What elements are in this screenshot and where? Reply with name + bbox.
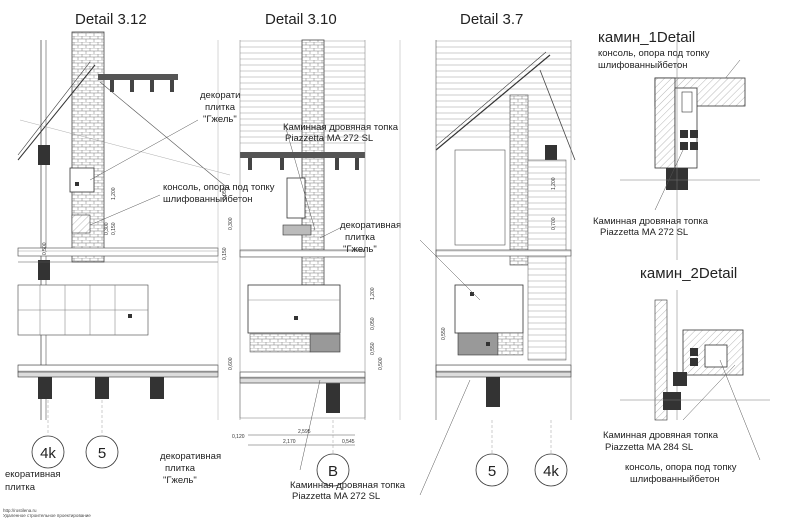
detail-title: Detail 3.12	[75, 11, 147, 28]
grid-marker	[316, 453, 350, 487]
label-stove-bottom: Каминная дровяная топка Piazzetta MA 272…	[290, 480, 406, 502]
svg-text:0,120: 0,120	[232, 434, 245, 440]
svg-text:консоль, опора под топку: консоль, опора под топку	[598, 48, 710, 59]
svg-text:4k: 4k	[40, 445, 56, 462]
svg-text:5: 5	[98, 445, 106, 462]
grid-marker	[31, 435, 65, 469]
detail-title: камин_2Detail	[640, 265, 737, 282]
svg-text:консоль, опора под топку: консоль, опора под топку	[625, 462, 737, 473]
label-console-k1: консоль, опора под топку шлифованныйбето…	[598, 48, 710, 71]
svg-text:шлифованныйбетон: шлифованныйбетон	[163, 194, 253, 205]
svg-text:декоративная: декоративная	[340, 220, 401, 231]
svg-text:1,200: 1,200	[370, 287, 376, 300]
svg-text:Каминная дровяная топка: Каминная дровяная топка	[283, 122, 399, 133]
svg-text:0,700: 0,700	[551, 217, 557, 230]
svg-text:0,550: 0,550	[441, 327, 447, 340]
svg-text:4k: 4k	[543, 463, 559, 480]
svg-text:шлифованныйбетон: шлифованныйбетон	[598, 60, 688, 71]
svg-text:0,050: 0,050	[370, 317, 376, 330]
svg-text:B: B	[328, 463, 338, 480]
svg-text:"Гжель": "Гжель"	[163, 475, 197, 486]
svg-text:Удаленное строительное проекти: Удаленное строительное проектирование	[3, 513, 91, 518]
svg-text:0,150: 0,150	[222, 247, 228, 260]
detail-title: Detail 3.10	[265, 11, 337, 28]
svg-text:0,500: 0,500	[42, 242, 48, 255]
grid-marker	[475, 453, 509, 487]
hearth	[309, 333, 341, 353]
svg-text:1,200: 1,200	[111, 187, 117, 200]
label-tile-312: декоративная плитка "Гжель"	[200, 90, 261, 125]
svg-text:"Гжель": "Гжель"	[203, 114, 237, 125]
svg-text:Каминная дровяная топка: Каминная дровяная топка	[603, 430, 719, 441]
svg-text:2,595: 2,595	[298, 429, 311, 435]
svg-text:Piazzetta MA 284 SL: Piazzetta MA 284 SL	[605, 442, 693, 453]
svg-text:Piazzetta MA 272 SL: Piazzetta MA 272 SL	[285, 133, 373, 144]
grid-marker	[85, 435, 119, 469]
label-console-k2: консоль, опора под топку шлифованныйбето…	[625, 462, 737, 485]
svg-text:плитка: плитка	[5, 482, 36, 493]
detail-3-7: Detail 3.7 0,550 0,700 1,200	[399, 11, 576, 496]
svg-text:0,545: 0,545	[342, 439, 355, 445]
svg-text:0,500: 0,500	[378, 357, 384, 370]
svg-text:Каминная дровяная топка: Каминная дровяная топка	[290, 480, 406, 491]
svg-text:0,300: 0,300	[228, 217, 234, 230]
label-stove-310: Каминная дровяная топка Piazzetta MA 272…	[283, 122, 399, 144]
fireplace-body	[247, 284, 341, 334]
kamin-2-detail: камин_2Detail Каминная дровяная топка Pi…	[603, 265, 770, 485]
svg-text:0,050: 0,050	[222, 187, 228, 200]
svg-text:0,300: 0,300	[104, 222, 110, 235]
label-tile-bottom: декоративная плитка "Гжель"	[160, 451, 221, 486]
grid-marker	[534, 453, 568, 487]
svg-text:"Гжель": "Гжель"	[343, 244, 377, 255]
label-tile-cut: екоративная плитка	[5, 469, 61, 493]
hearth	[457, 332, 499, 356]
svg-text:1,200: 1,200	[551, 177, 557, 190]
svg-text:шлифованныйбетон: шлифованныйбетон	[630, 474, 720, 485]
detail-3-10: Detail 3.10 0,150 0,300 0,050	[217, 11, 384, 487]
svg-text:плитка: плитка	[165, 463, 196, 474]
kamin-1-detail: камин_1Detail консоль, опора под топку ш…	[593, 29, 760, 260]
svg-text:консоль, опора под топку: консоль, опора под топку	[163, 182, 275, 193]
svg-text:5: 5	[488, 463, 496, 480]
detail-title: камин_1Detail	[598, 29, 695, 46]
label-tile-310: декоративная плитка "Гжель"	[340, 220, 401, 255]
svg-text:0,150: 0,150	[111, 222, 117, 235]
svg-text:екоративная: екоративная	[5, 469, 61, 480]
svg-text:2,170: 2,170	[283, 439, 296, 445]
svg-text:декоративная: декоративная	[200, 90, 261, 101]
svg-text:Piazzetta MA 272 SL: Piazzetta MA 272 SL	[600, 227, 688, 238]
svg-text:плитка: плитка	[205, 102, 236, 113]
svg-text:0,600: 0,600	[228, 357, 234, 370]
chimney	[301, 39, 325, 286]
label-stove-k2: Каминная дровяная топка Piazzetta MA 284…	[603, 430, 719, 453]
svg-text:Каминная дровяная топка: Каминная дровяная топка	[593, 216, 709, 227]
svg-text:0,550: 0,550	[370, 342, 376, 355]
svg-text:декоративная: декоративная	[160, 451, 221, 462]
detail-3-12: Detail 3.12	[17, 11, 231, 469]
svg-text:Piazzetta MA 272 SL: Piazzetta MA 272 SL	[292, 491, 380, 502]
footer: http://rostilena.ru Удаленное строительн…	[3, 508, 91, 518]
chimney	[509, 94, 529, 266]
svg-text:плитка: плитка	[345, 232, 376, 243]
detail-title: Detail 3.7	[460, 11, 523, 28]
fireplace-body	[454, 284, 524, 334]
svg-text:http://rostilena.ru: http://rostilena.ru	[3, 508, 37, 513]
label-stove-k1: Каминная дровяная топка Piazzetta MA 272…	[593, 216, 709, 238]
label-console-312: консоль, опора под топку шлифованныйбето…	[163, 182, 275, 205]
